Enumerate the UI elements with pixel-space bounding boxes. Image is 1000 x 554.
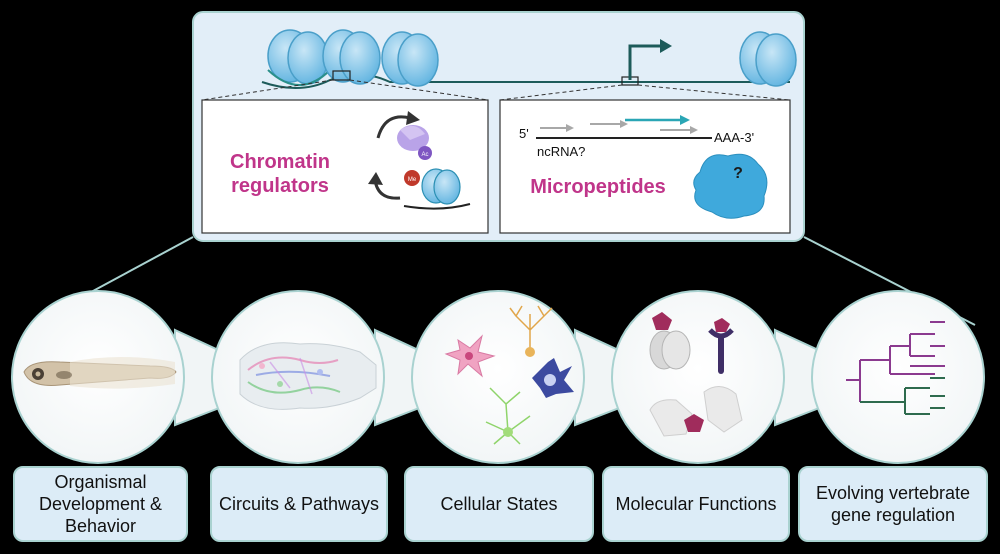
- nucleosome-icon: [739, 31, 797, 87]
- chromatin-title-line1: Chromatin: [230, 151, 330, 173]
- theme-circle-3: [411, 290, 585, 464]
- micropeptides-title: Micropeptides: [530, 176, 666, 198]
- protein-complex-icon: [649, 312, 743, 437]
- theme-circle-2: [211, 290, 385, 464]
- chromatin-title-line2: regulators: [231, 175, 329, 197]
- zebrafish-larva-icon: [23, 357, 177, 389]
- methyl-mark-label: Me: [408, 177, 417, 183]
- neuron-cells-icon: [444, 305, 574, 445]
- theme-circle-5: [811, 290, 985, 464]
- phylogenetic-tree-icon: [846, 321, 945, 415]
- nucleosome-icon: [381, 31, 439, 87]
- theme-label-cellular: Cellular States: [404, 466, 594, 542]
- theme-label-evolving: Evolving vertebrate gene regulation: [798, 466, 988, 542]
- acetyl-mark-label: Ac: [421, 152, 428, 158]
- chromatin-reader-protein-icon: Ac: [397, 125, 432, 160]
- nucleosome-icon: [267, 29, 331, 86]
- curved-arrow-icon: [376, 115, 411, 139]
- nucleosome-icon: [322, 29, 381, 85]
- orf-arrows-icon: [540, 115, 698, 134]
- chromatin-regulators-inset: Chromatin regulators Ac Me: [201, 99, 489, 234]
- theme-circle-4: [611, 290, 785, 464]
- top-panel: Chromatin regulators Ac Me: [192, 11, 805, 242]
- micropeptide-blob-icon: ?: [693, 153, 768, 219]
- brain-circuit-icon: [239, 342, 377, 410]
- transcription-start-arrow-icon: [628, 39, 672, 80]
- theme-label-circuits: Circuits & Pathways: [210, 466, 388, 542]
- three-prime-label: AAA-3': [714, 130, 754, 145]
- micropeptides-inset: 5' AAA-3' ncRNA? Micropeptides ?: [499, 99, 791, 234]
- ncrna-label: ncRNA?: [537, 144, 585, 159]
- theme-label-organismal: Organismal Development & Behavior: [13, 466, 188, 542]
- five-prime-label: 5': [519, 126, 529, 141]
- nucleosome-icon: [403, 168, 471, 210]
- theme-circle-1: [11, 290, 185, 464]
- theme-label-molecular: Molecular Functions: [602, 466, 790, 542]
- micropeptide-question-mark: ?: [733, 165, 743, 182]
- methyl-mark-icon: Me: [404, 170, 420, 186]
